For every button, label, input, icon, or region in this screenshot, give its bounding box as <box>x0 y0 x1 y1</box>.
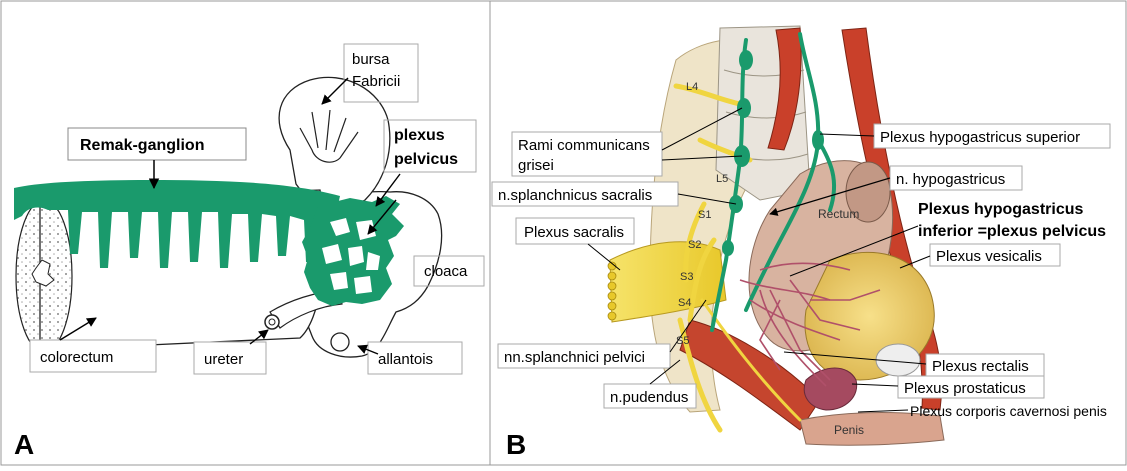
panel-a: bursa Fabricii Remak-ganglion plexus pel… <box>14 44 484 460</box>
label-vesicalis-text: Plexus vesicalis <box>936 248 1042 265</box>
label-allantois-text: allantois <box>378 351 433 368</box>
label-prostaticus: Plexus prostaticus <box>852 376 1044 398</box>
label-splanch-pelv-text: nn.splanchnici pelvici <box>504 349 645 366</box>
label-allantois: allantois <box>358 342 462 374</box>
label-rami-line1: Rami communicans <box>518 137 650 154</box>
label-S3: S3 <box>680 271 693 283</box>
label-S1: S1 <box>698 209 711 221</box>
label-splanch-sacr-text: n.splanchnicus sacralis <box>498 187 652 204</box>
label-hyp-inf-line1: Plexus hypogastricus <box>918 201 1083 218</box>
label-S2: S2 <box>688 239 701 251</box>
label-prostaticus-text: Plexus prostaticus <box>904 380 1026 397</box>
bursa-fabricii-shape <box>279 77 390 205</box>
label-corporis-text: Plexus corporis cavernosi penis <box>910 403 1107 419</box>
label-pudendus-text: n.pudendus <box>610 389 688 406</box>
panel-a-letter: A <box>14 429 34 460</box>
label-ureter-text: ureter <box>204 351 243 368</box>
label-remak-text: Remak-ganglion <box>80 137 204 154</box>
label-S4: S4 <box>678 297 691 309</box>
label-hyp-sup-text: Plexus hypogastricus superior <box>880 129 1080 146</box>
label-rami-line2: grisei <box>518 157 554 174</box>
label-n-hyp-text: n. hypogastricus <box>896 171 1005 188</box>
label-cloaca-text: cloaca <box>424 263 468 280</box>
ureter-opening <box>265 315 279 329</box>
panel-b-letter: B <box>506 429 526 460</box>
label-plex-sacr-text: Plexus sacralis <box>524 224 624 241</box>
prostate <box>804 368 856 410</box>
allantois-shape <box>331 333 349 351</box>
label-hyp-inf-line2: inferior =plexus pelvicus <box>918 223 1106 240</box>
label-penis: Penis <box>834 423 864 437</box>
label-L4: L4 <box>686 81 698 93</box>
label-remak: Remak-ganglion <box>68 128 246 188</box>
label-colorectum-text: colorectum <box>40 349 113 366</box>
label-L5: L5 <box>716 173 728 185</box>
label-bursa-line1: bursa <box>352 51 390 68</box>
label-vesicalis: Plexus vesicalis <box>900 244 1060 268</box>
label-rectum: Rectum <box>818 207 859 221</box>
label-rectalis-text: Plexus rectalis <box>932 358 1029 375</box>
label-bursa-line2: Fabricii <box>352 73 400 90</box>
label-plexus-line1: plexus <box>394 127 445 144</box>
label-plexus-line2: pelvicus <box>394 151 458 168</box>
panel-b: L4 L5 S1 S2 S3 S4 S5 Rectum Penis Rami c… <box>492 26 1110 460</box>
